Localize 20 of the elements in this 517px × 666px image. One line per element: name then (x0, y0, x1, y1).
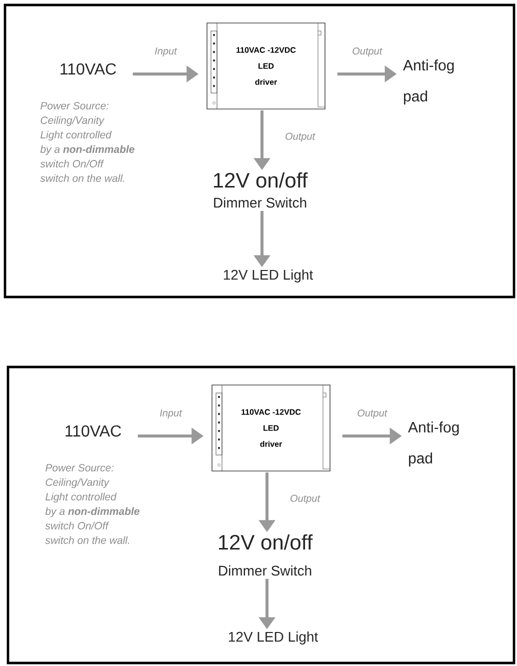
light-label: 12V LED Light (228, 631, 318, 645)
edge-label: Output (289, 494, 322, 505)
edge-label: Input (158, 408, 183, 420)
light-label: 12V LED Light (224, 269, 314, 283)
note-text: Power Source: Ceiling/Vanity Light controlled by a non-dimmable switch On/Off switch on the wall. (40, 102, 134, 182)
source-label: 110VAC (66, 425, 121, 437)
note-text: Power Source: Ceiling/Vanity Light controlled by a non-dimmable switch On/Off switch on the wall. (45, 464, 140, 544)
edge-label: Output (351, 46, 384, 58)
dimmer-switch-label: 12V on/off Dimmer Switch (214, 172, 308, 208)
source-label: 110VAC (60, 63, 116, 75)
output-label: Anti-fog pad (403, 60, 454, 104)
edge-label: Output (284, 132, 316, 143)
panel-frame (6, 366, 516, 664)
edge-label: Input (154, 46, 178, 58)
led-driver-drawing: 110VAC -12VDC LED driver (212, 384, 330, 472)
output-label: Anti-fog pad (408, 422, 459, 466)
edge-label: Output (356, 408, 388, 420)
dimmer-switch-label: 12V on/off Dimmer Switch (218, 534, 313, 576)
panel-frame (4, 4, 516, 298)
led-driver-drawing: 110VAC -12VDC LED driver (206, 22, 326, 110)
